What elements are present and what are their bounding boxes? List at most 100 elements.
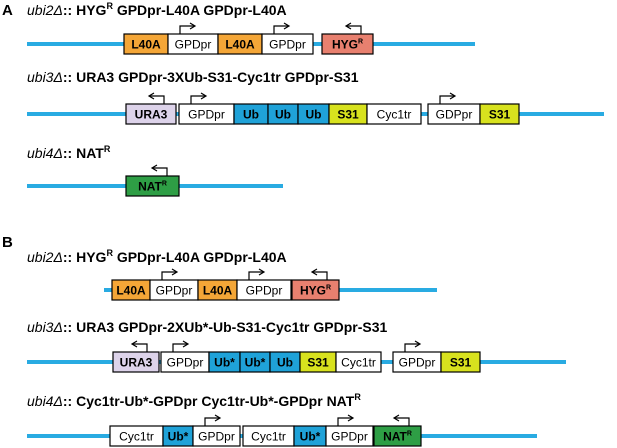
segment-ura3: URA3 [125, 92, 177, 125]
segment-gpdpr: GPDpr [392, 340, 442, 373]
segment-label-text: NAT [383, 430, 407, 444]
construct-title: ubi2Δ:: HYGR GPDpr-L40A GPDpr-L40A [27, 1, 287, 18]
segment-nat: NATR [373, 414, 422, 447]
segment-box [261, 33, 314, 55]
segment-label-text: Cyc1tr [251, 430, 286, 444]
segment-label-text: S31 [337, 108, 359, 122]
segment-label-text: Cyc1tr [119, 430, 154, 444]
segment-label-text: Ub [277, 356, 293, 370]
panel-label-a: A [2, 2, 13, 19]
segment-label-text: GPDpr [167, 356, 204, 370]
segment-gdppr: GDPpr [427, 92, 481, 125]
segment-s31: S31 [440, 351, 481, 373]
segment-label-text: GPDpr [188, 108, 225, 122]
promoter-arrow-icon [248, 268, 266, 280]
segment-label: Ub* [168, 430, 189, 444]
segment-label: S31 [450, 356, 472, 370]
gene-name: ubi2Δ [27, 2, 63, 18]
construct-description: GPDpr-2XUb*-Ub-S31-Cyc1tr GPDpr-S31 [114, 319, 387, 335]
segment-label-text: Cyc1tr [341, 356, 376, 370]
construct-description: GPDpr-L40A GPDpr-L40A [113, 249, 287, 265]
segment-label: S31 [489, 108, 511, 122]
segment-label: GPDpr [269, 38, 306, 52]
segment-label: GPDpr [175, 38, 212, 52]
construct-title: ubi4Δ:: Cyc1tr-Ub*-GPDpr Cyc1tr-Ub*-GPDp… [27, 392, 361, 409]
segment-l40a: L40A [123, 33, 169, 55]
segment-label: S31 [307, 356, 329, 370]
construct-a-ubi3: ubi3Δ:: URA3 GPDpr-3XUb-S31-Cyc1tr GPDpr… [27, 69, 604, 125]
segment-label: L40A [116, 284, 146, 298]
segment-superscript: R [358, 39, 363, 46]
segment-gpdpr: GPDpr [178, 92, 235, 125]
segment-label-text: URA3 [135, 108, 168, 122]
promoter-arrow-icon [439, 92, 457, 104]
segment-nat: NATR [125, 164, 180, 197]
segment-label-text: S31 [450, 356, 472, 370]
construct-description: Cyc1tr-Ub*-GPDpr Cyc1tr-Ub*-GPDpr NAT [72, 393, 355, 409]
title-separator: :: [63, 69, 72, 85]
marker-name: NAT [76, 145, 104, 161]
construct-description: GPDpr-3XUb-S31-Cyc1tr GPDpr-S31 [114, 69, 359, 85]
promoter-arrow-icon [310, 268, 328, 280]
segment-box [125, 103, 177, 125]
segment-label: Ub [243, 108, 259, 122]
segment-box [335, 351, 382, 373]
promoter-arrow-icon [161, 268, 179, 280]
segment-cyc1tr: Cyc1tr [242, 425, 295, 447]
segment-l40a: L40A [197, 279, 238, 301]
promoter-arrow-icon [190, 92, 208, 104]
segment-label-text: Ub* [245, 356, 266, 370]
gene-name: ubi3Δ [27, 319, 63, 335]
segment-label: Ub* [245, 356, 266, 370]
segment-label-text: HYG [332, 38, 358, 52]
segment-box [192, 425, 241, 447]
marker-name: URA3 [76, 69, 114, 85]
segment-label: GDPpr [436, 108, 473, 122]
segment-ura3: URA3 [112, 340, 160, 373]
segment-box [236, 279, 292, 301]
promoter-arrow-icon [179, 22, 197, 34]
marker-name: HYG [76, 249, 106, 265]
segment-gpdpr: GPDpr [192, 414, 241, 447]
title-separator: :: [63, 2, 72, 18]
segment-s31: S31 [328, 103, 368, 125]
construct-title: ubi3Δ:: URA3 GPDpr-3XUb-S31-Cyc1tr GPDpr… [27, 69, 359, 85]
segment-box [366, 103, 422, 125]
segment-label-text: Ub [275, 108, 291, 122]
segment-label-text: GPDpr [331, 430, 368, 444]
construct-title: ubi2Δ:: HYGR GPDpr-L40A GPDpr-L40A [27, 248, 287, 265]
segment-label-text: GDPpr [436, 108, 473, 122]
segment-superscript: R [407, 431, 412, 438]
segment-label-text: S31 [307, 356, 329, 370]
segment-l40a: L40A [111, 279, 151, 301]
marker-name: HYG [76, 2, 106, 18]
promoter-arrow-icon [404, 340, 422, 352]
segment-box [479, 103, 520, 125]
promoter-arrow-icon [204, 414, 222, 426]
promoter-arrow-icon [344, 22, 362, 34]
promoter-arrow-icon [337, 414, 355, 426]
promoter-arrow-icon [150, 164, 168, 176]
segment-gpdpr: GPDpr [167, 22, 219, 55]
segment-box [440, 351, 481, 373]
construct-description: GPDpr-L40A GPDpr-L40A [113, 2, 287, 18]
marker-superscript: R [106, 248, 113, 258]
segment-label: Ub* [300, 430, 321, 444]
marker-superscript: R [106, 1, 113, 11]
segment-label-text: GPDpr [269, 38, 306, 52]
segment-box [321, 33, 374, 55]
segment-box [112, 351, 160, 373]
segment-label: Cyc1tr [377, 108, 412, 122]
segment-label: Ub [277, 356, 293, 370]
segment-label: GPDpr [198, 430, 235, 444]
segment-cyc1tr: Cyc1tr [335, 351, 382, 373]
segment-ub: Ub [297, 103, 330, 125]
promoter-arrow-icon [147, 92, 165, 104]
segment-label: GPDpr [167, 356, 204, 370]
segment-label: GPDpr [331, 430, 368, 444]
